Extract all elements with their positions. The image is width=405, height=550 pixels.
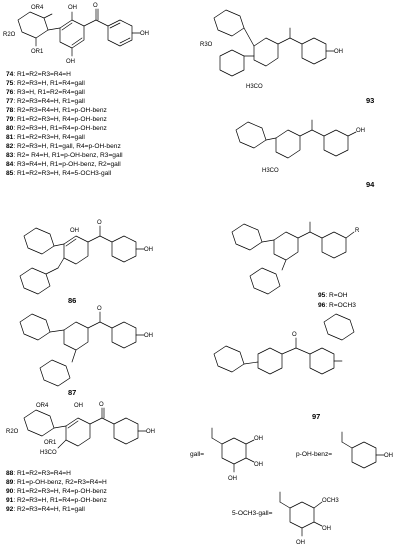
structure-86: OH O OH — [19, 220, 153, 295]
atom-o: O — [93, 3, 98, 9]
compound-88-def: 88: R1=R2=R3=R4=H — [6, 470, 71, 477]
compound-83-def: 83: R2= R4=H, R1=p-OH-benz, R3=gall — [6, 152, 123, 159]
atom-or4: OR4 — [36, 403, 49, 409]
compound-label-94: 94 — [366, 180, 375, 189]
atom-oh: OH — [228, 476, 237, 482]
compound-label-93: 93 — [366, 96, 375, 105]
atom-r2o: R2O — [3, 32, 16, 38]
compound-77-def: 77: R2=R3=R4=H, R1=gall — [6, 98, 85, 105]
atom-or1: OR1 — [31, 49, 44, 55]
compound-78-def: 78: R2=R3=R4=H, R1=p-OH-benz — [6, 107, 107, 114]
compound-74-def: 74: R1=R2=R3=R4=H — [6, 71, 71, 78]
atom-oh: OH — [146, 429, 155, 435]
atom-oh: OH — [66, 59, 75, 65]
compound-label-87: 87 — [68, 388, 77, 397]
atom-h3co: H3CO — [262, 168, 279, 174]
atom-oh: OH — [140, 31, 149, 37]
compound-91-def: 91: R2=R3=H, R1=R4=p-OH-benz — [6, 497, 107, 504]
atom-oh: OH — [296, 540, 305, 546]
atom-oh: OH — [254, 436, 263, 442]
atom-r3o: R3O — [200, 42, 213, 48]
atom-oh: OH — [144, 333, 153, 339]
atom-oh: OH — [356, 128, 365, 134]
compound-89-def: 89: R1=p-OH-benz, R2=R3=R4=H — [6, 479, 107, 486]
structure-94: OH H3CO — [235, 119, 365, 174]
legend-p-oh-benz: p-OH-benz= — [296, 451, 333, 458]
atom-och3: OCH3 — [322, 498, 339, 504]
atom-o: O — [99, 402, 104, 408]
compound-96-def: 96: R=OCH3 — [318, 302, 356, 309]
compound-76-def: 76: R3=H, R1=R2=R4=gall — [6, 89, 85, 96]
structure-74-85: OR4 R2O OR1 OH OH O OH — [3, 3, 149, 65]
atom-or1: OR1 — [44, 440, 57, 446]
legend-5-och3-gall: 5-OCH3-gall= — [232, 510, 273, 517]
atom-oh: OH — [74, 403, 83, 409]
compound-90-def: 90: R1=R2=R3=H, R4=p-OH-benz — [6, 488, 107, 495]
structure-93: OH H3CO R3O — [200, 9, 343, 90]
atom-o: O — [97, 220, 102, 226]
structure-88-92: OR4 R2O OR1 H3CO OH O OH — [6, 402, 155, 456]
atom-oh: OH — [254, 462, 263, 468]
atom-or4: OR4 — [31, 5, 44, 11]
atom-oh: OH — [384, 453, 393, 459]
substituent-gall: OH OH OH — [211, 427, 263, 482]
atom-r2o: R2O — [6, 429, 19, 435]
structure-95-96: R — [231, 221, 360, 295]
structure-97: O — [213, 313, 355, 375]
compound-92-def: 92: R2=R3=R4=H, R1=gall — [6, 506, 85, 513]
atom-h3co: H3CO — [40, 450, 57, 456]
compound-85-def: 85: R1=R2=R3=H, R4=5-OCH3-gall — [6, 170, 112, 177]
atom-o: O — [292, 332, 297, 338]
compound-label-86: 86 — [68, 296, 77, 305]
legend-gall: gall= — [190, 451, 205, 458]
compound-label-97: 97 — [312, 412, 321, 421]
compound-84-def: 84: R3=R4=H, R1=p-OH-benz, R2=gall — [6, 161, 121, 168]
compound-79-def: 79: R1=R2=R3=H, R4=p-OH-benz — [6, 116, 107, 123]
compound-95-def: 95: R=OH — [318, 292, 348, 299]
substituent-p-oh-benz: OH — [341, 431, 393, 469]
atom-h3co: H3CO — [246, 84, 263, 90]
atom-oh: OH — [144, 247, 153, 253]
atom-oh: OH — [70, 228, 79, 234]
compound-75-def: 75: R2=R3=H, R1=R4=gall — [6, 80, 85, 87]
structure-87: OH O — [19, 306, 153, 387]
atom-o: O — [97, 306, 102, 312]
compound-80-def: 80: R2=R3=H, R1=R4=p-OH-benz — [6, 125, 107, 132]
compound-82-def: 82: R2=R3=H, R1=gall, R4=p-OH-benz — [6, 143, 121, 150]
compound-81-def: 81: R1=R2=R3=H, R4=gall — [6, 134, 85, 141]
atom-oh: OH — [68, 5, 77, 11]
substituent-5-och3-gall: OCH3 OH OH — [279, 491, 339, 546]
atom-oh: OH — [334, 49, 343, 55]
atom-oh: OH — [322, 526, 331, 532]
atom-r: R — [355, 228, 360, 234]
